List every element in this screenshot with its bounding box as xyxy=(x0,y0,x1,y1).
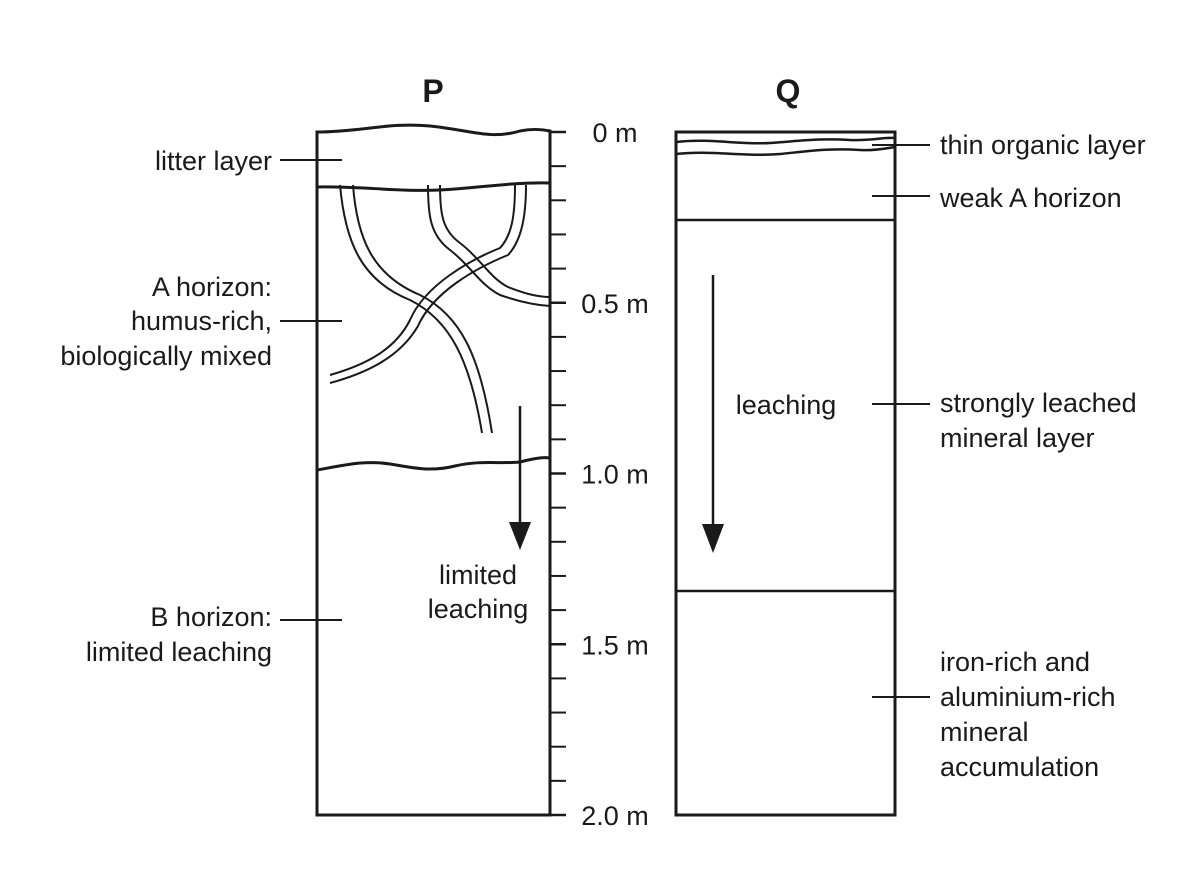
leaching-label: leaching xyxy=(736,390,837,420)
a-horizon-label-3: biologically mixed xyxy=(60,341,272,371)
leached-layer-label-2: mineral layer xyxy=(940,423,1095,453)
limited-leaching-label-1: limited xyxy=(439,560,517,590)
depth-tick-label: 2.0 m xyxy=(581,801,649,831)
a-horizon-label-1: A horizon: xyxy=(152,272,272,302)
limited-leaching-arrowhead xyxy=(509,522,531,550)
b-horizon-label-1: B horizon: xyxy=(150,602,272,632)
depth-tick-label: 0 m xyxy=(592,118,637,148)
accumulation-label-2: aluminium-rich xyxy=(940,682,1116,712)
leached-layer-label-1: strongly leached xyxy=(940,388,1137,418)
organic-layer-label: thin organic layer xyxy=(940,130,1146,160)
a-horizon-label-2: humus-rich, xyxy=(131,306,272,336)
depth-tick-label: 1.0 m xyxy=(581,460,649,490)
b-horizon-label-2: limited leaching xyxy=(86,637,272,667)
accumulation-label-3: mineral xyxy=(940,717,1029,747)
plant-roots xyxy=(329,184,551,434)
accumulation-label-4: accumulation xyxy=(940,752,1099,782)
organic-layer-top-line xyxy=(675,136,896,145)
depth-tick-label: 0.5 m xyxy=(581,289,649,319)
litter-layer-label: litter layer xyxy=(155,146,272,176)
limited-leaching-label-2: leaching xyxy=(428,594,529,624)
profile-q-title: Q xyxy=(776,73,801,109)
weak-a-horizon-label: weak A horizon xyxy=(939,183,1122,213)
profile-q-column xyxy=(674,130,897,817)
depth-scale: 0 m 0.5 m 1.0 m 1.5 m 2.0 m xyxy=(548,118,649,831)
a-b-horizon-boundary xyxy=(316,456,551,472)
leaching-arrowhead xyxy=(702,524,724,553)
depth-tick-label: 1.5 m xyxy=(581,630,649,660)
accumulation-label-1: iron-rich and xyxy=(940,647,1090,677)
organic-layer-bottom-line xyxy=(675,145,896,157)
profile-p-title: P xyxy=(422,73,443,109)
